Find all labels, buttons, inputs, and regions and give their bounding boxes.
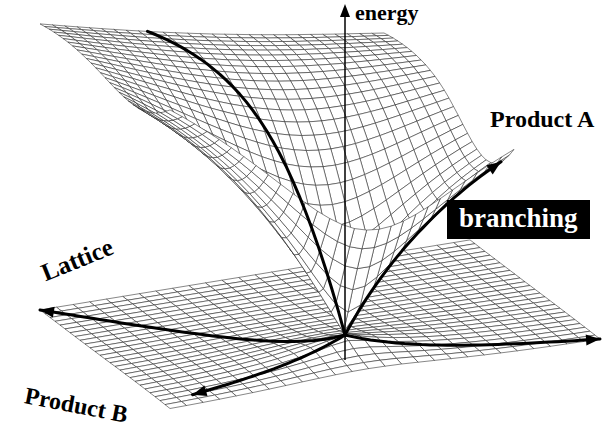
intersection-point bbox=[343, 333, 347, 337]
product-label: Product B bbox=[20, 382, 132, 430]
mesh-cell bbox=[178, 117, 195, 127]
axis-line bbox=[344, 16, 346, 360]
mesh-cell bbox=[114, 88, 131, 98]
reaction-path bbox=[40, 310, 600, 345]
mesh-cell bbox=[165, 110, 182, 119]
mesh-cell bbox=[202, 132, 219, 144]
axis-label: Lattice bbox=[35, 232, 119, 288]
mesh-cell bbox=[119, 92, 136, 103]
mesh-cell bbox=[497, 149, 514, 163]
arrow-head bbox=[486, 162, 501, 175]
mesh-cell bbox=[165, 402, 187, 409]
mesh-cell bbox=[190, 124, 207, 134]
energy-axis bbox=[340, 4, 350, 360]
axis-label: energy bbox=[353, 0, 421, 25]
arrow-head bbox=[193, 386, 208, 397]
lower-surface-paths bbox=[40, 307, 600, 396]
arrow-head bbox=[586, 334, 600, 345]
arrow-head bbox=[40, 307, 55, 318]
arrow-head bbox=[340, 4, 350, 17]
reaction-path bbox=[148, 31, 502, 335]
box-text: branching bbox=[459, 203, 578, 233]
product-label: Product A bbox=[488, 106, 596, 134]
upper-surface-path bbox=[148, 31, 502, 335]
reaction-path bbox=[193, 335, 346, 395]
lower-surface-mesh bbox=[40, 240, 600, 409]
label-box: branching bbox=[447, 200, 590, 239]
upper-surface-mesh bbox=[40, 24, 514, 332]
